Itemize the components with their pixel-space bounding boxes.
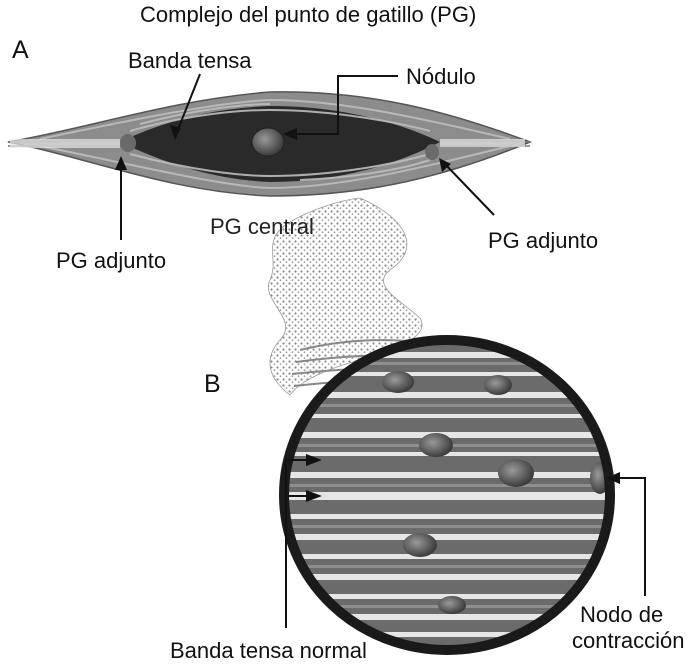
attachment-node-right [425,144,439,160]
label-pg-adjunto-right: PG adjunto [488,228,599,253]
cross-section-circle [279,335,615,655]
label-nodo-de: Nodo de [580,602,664,627]
contraction-knot [484,375,512,395]
contraction-knot [382,371,414,393]
label-pg-central: PG central [210,214,314,239]
panel-a-letter: A [12,36,29,64]
pointer-lines [120,73,646,628]
contraction-knot [498,459,534,487]
arrowheads [115,125,620,502]
label-banda-tensa: Banda tensa [128,48,252,73]
label-pg-adjunto-left: PG adjunto [56,248,167,273]
label-contraccion: contracción [572,628,685,653]
diagram-title: Complejo del punto de gatillo (PG) [140,2,477,27]
attachment-node-left [120,134,136,152]
label-banda-tensa-normal: Banda tensa normal [170,638,367,663]
central-nodule [251,127,285,157]
contraction-knot [419,433,453,457]
panel-b-letter: B [204,370,221,398]
contraction-knot [438,596,466,614]
label-nodulo: Nódulo [406,64,476,89]
contraction-knot [403,533,437,557]
